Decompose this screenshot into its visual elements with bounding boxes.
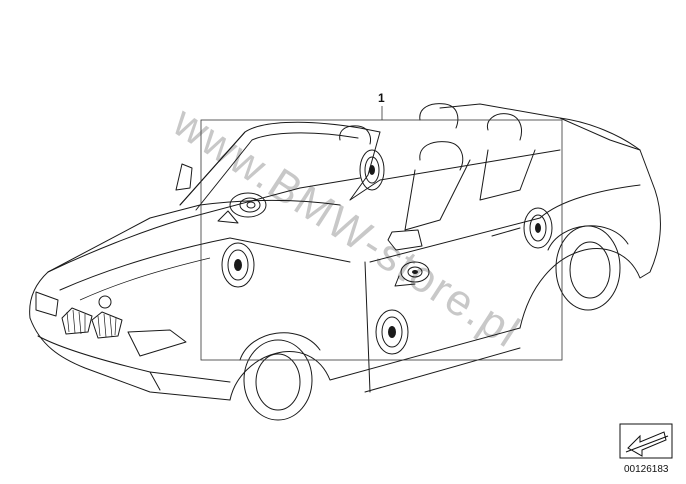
speaker-dash xyxy=(217,192,267,224)
document-number: 00126183 xyxy=(624,464,669,475)
speaker-rear-side xyxy=(523,207,553,249)
speaker-front-door-large xyxy=(221,242,255,288)
callout-frame xyxy=(200,119,563,361)
speaker-a-pillar xyxy=(359,149,385,191)
car-outline xyxy=(29,103,661,421)
direction-arrow-icon xyxy=(619,423,673,459)
callout-label: 1 xyxy=(378,91,385,105)
speaker-door-woofer xyxy=(375,309,409,355)
speaker-door-tweeter xyxy=(394,261,430,287)
